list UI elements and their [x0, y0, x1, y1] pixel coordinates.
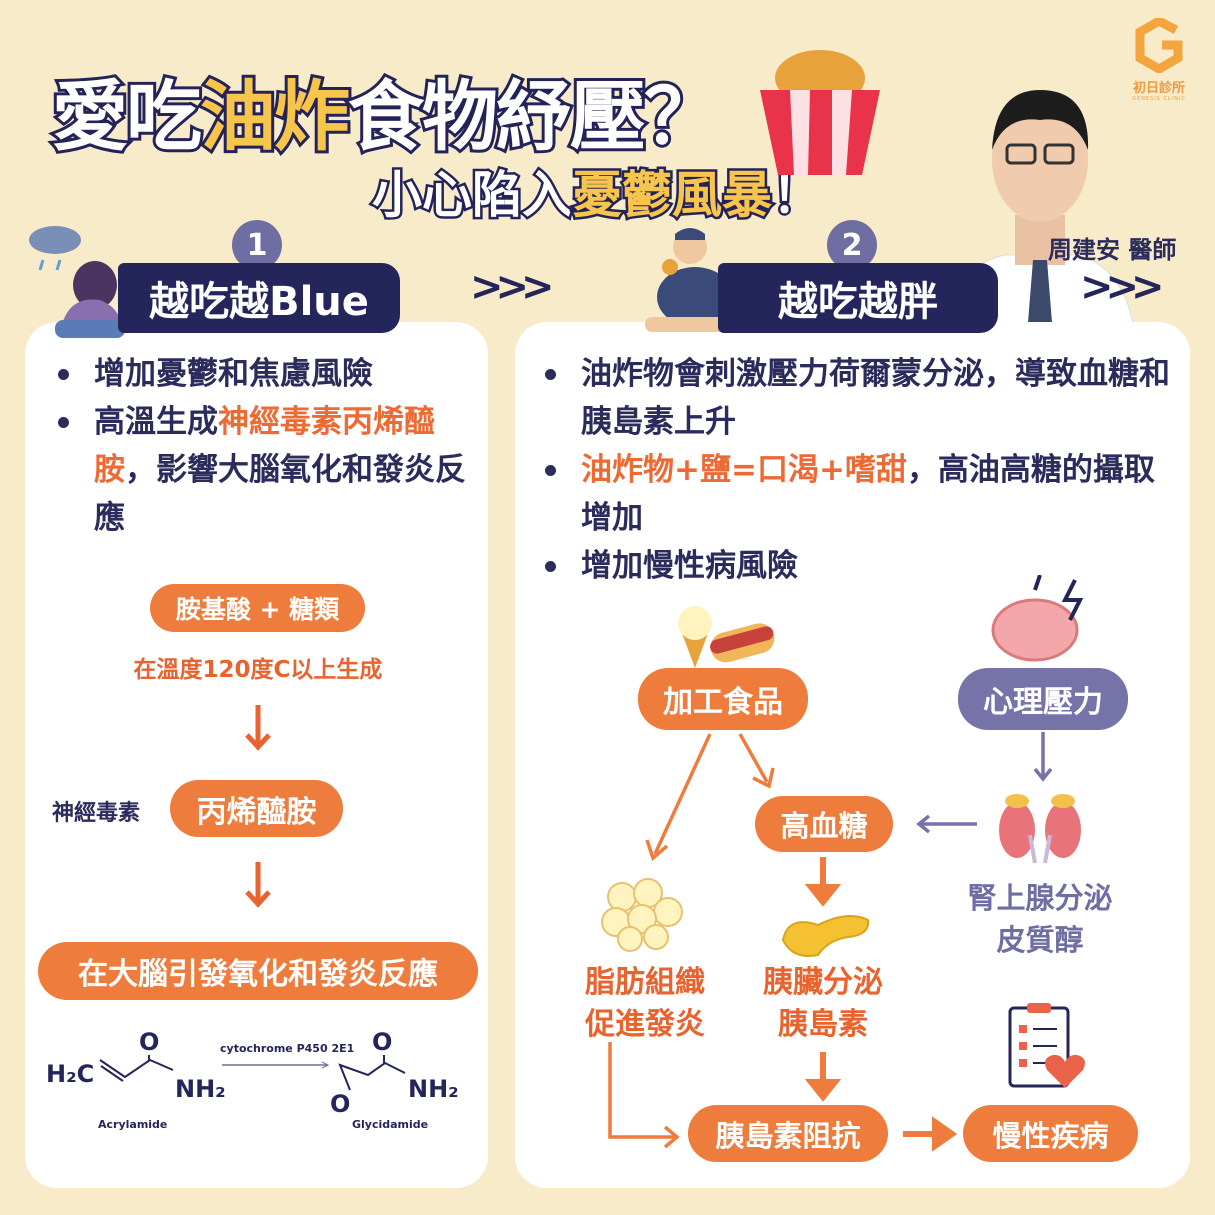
bullet-item: 增加憂鬱和焦慮風險: [58, 350, 478, 398]
fried-chicken-bucket-icon: [760, 50, 880, 175]
title-text: 愛吃: [49, 69, 205, 164]
flow-chronic-disease: 慢性疾病: [963, 1105, 1138, 1162]
clinic-logo: 初日診所 GENESIS CLINIC: [1128, 15, 1190, 102]
logo-name: 初日診所: [1132, 81, 1185, 96]
bullet-item: 油炸物會刺激壓力荷爾蒙分泌，導致血糖和胰島素上升: [545, 350, 1175, 446]
bullet-highlight: 神經毒素丙烯醯胺: [94, 404, 435, 488]
flow-condition: 在溫度120度C以上生成: [133, 657, 383, 683]
flow-acrylamide: 丙烯醯胺: [170, 780, 343, 837]
bullet-text: 高溫生成: [94, 404, 218, 440]
title-line2: 小心陷入憂鬱風暴！: [370, 155, 825, 227]
fat-cells-icon: [601, 878, 683, 952]
chem-ring-o: O: [330, 1090, 351, 1118]
flow-pancreas: 胰臟分泌胰島素: [733, 962, 913, 1046]
pancreas-icon: [781, 915, 870, 957]
bullet-text: ，影響大腦氧化和發炎反應: [94, 452, 466, 536]
pancreas-line2: 胰島素: [778, 1007, 868, 1042]
chem-glycidamide-name: Glycidamide: [352, 1118, 429, 1131]
bullet-text: 油炸物會刺激壓力荷爾蒙分泌，導致血糖和胰島素上升: [581, 356, 1170, 440]
ice-cream-hotdog-icon: [678, 606, 775, 668]
title-line1: 愛吃油炸食物紓壓？: [49, 55, 723, 165]
flow-processed-food: 加工食品: [638, 668, 808, 730]
flow-amino-sugar: 胺基酸 + 糖類: [150, 584, 365, 632]
flow-insulin-resistance: 胰島素阻抗: [688, 1105, 888, 1162]
subtitle-highlight: 憂鬱風暴: [570, 164, 775, 227]
stressed-brain-icon: [991, 575, 1084, 662]
doctor-name: 周建安 醫師: [1048, 236, 1177, 264]
chem-o: O: [139, 1028, 160, 1056]
chevrons-right-icon: >>>: [1080, 264, 1164, 310]
logo-g-icon: [1135, 15, 1183, 75]
medical-report-icon: [1008, 1003, 1085, 1088]
logo-sub: GENESIS CLINIC: [1132, 96, 1186, 102]
chem-nh2: NH₂: [175, 1075, 226, 1103]
chem-h2c: H₂C: [46, 1060, 95, 1088]
bullet-text: ，高油高糖的攝取增加: [581, 452, 1155, 536]
fat-line1: 脂肪組織: [585, 965, 705, 1000]
chem-nh2: NH₂: [408, 1075, 459, 1103]
section1-bullets: 增加憂鬱和焦慮風險 高溫生成神經毒素丙烯醯胺，影響大腦氧化和發炎反應: [58, 350, 478, 542]
subtitle-text: 小心陷入: [370, 164, 575, 227]
kidney-adrenal-icon: [999, 794, 1081, 864]
flow-stress: 心理壓力: [958, 668, 1128, 730]
reaction-arrow: [222, 1061, 330, 1069]
bullet-highlight: 油炸物+鹽=口渴+嗜甜: [581, 452, 907, 488]
section1-title: 越吃越Blue: [118, 263, 400, 333]
section2-card: [515, 322, 1190, 1188]
flow-high-blood-sugar: 高血糖: [755, 796, 893, 852]
section1-card: [25, 322, 488, 1188]
bullet-text: 增加憂鬱和焦慮風險: [94, 356, 373, 392]
flow-brain-inflammation: 在大腦引發氧化和發炎反應: [38, 942, 478, 1000]
chem-enzyme: cytochrome P450 2E1: [220, 1042, 355, 1055]
arrow-down-icon: [245, 862, 271, 908]
bullet-item: 油炸物+鹽=口渴+嗜甜，高油高糖的攝取增加: [545, 446, 1175, 542]
section2-number: 2: [827, 220, 877, 270]
glycidamide-bonds: [338, 1055, 406, 1091]
chem-acrylamide-name: Acrylamide: [98, 1118, 168, 1131]
section2-bullets: 油炸物會刺激壓力荷爾蒙分泌，導致血糖和胰島素上升 油炸物+鹽=口渴+嗜甜，高油高…: [545, 350, 1175, 590]
section2-title: 越吃越胖: [718, 263, 998, 333]
arrow-down-icon: [245, 705, 271, 751]
flow-arrows: [608, 732, 1053, 1152]
bullet-item: 高溫生成神經毒素丙烯醯胺，影響大腦氧化和發炎反應: [58, 398, 478, 542]
adrenal-line2: 皮質醇: [996, 923, 1084, 957]
pancreas-line1: 胰臟分泌: [763, 965, 883, 1000]
chevrons-right-icon: >>>: [470, 264, 554, 310]
acrylamide-bonds: [99, 1055, 174, 1082]
doctor-photo: [945, 90, 1135, 335]
section1-number: 1: [232, 220, 282, 270]
neurotoxin-label: 神經毒素: [52, 801, 141, 826]
title-highlight: 油炸: [197, 69, 353, 164]
chem-o: O: [372, 1028, 393, 1056]
flow-adrenal: 腎上腺分泌皮質醇: [950, 877, 1130, 961]
sad-person-rain-icon: [29, 226, 125, 338]
fat-line2: 促進發炎: [585, 1007, 705, 1042]
bullet-text: 增加慢性病風險: [581, 548, 798, 584]
bullet-item: 增加慢性病風險: [545, 542, 1175, 590]
title-text: 食物紓壓？: [345, 69, 723, 164]
adrenal-line1: 腎上腺分泌: [967, 881, 1113, 915]
flow-fat-tissue: 脂肪組織促進發炎: [555, 962, 735, 1046]
